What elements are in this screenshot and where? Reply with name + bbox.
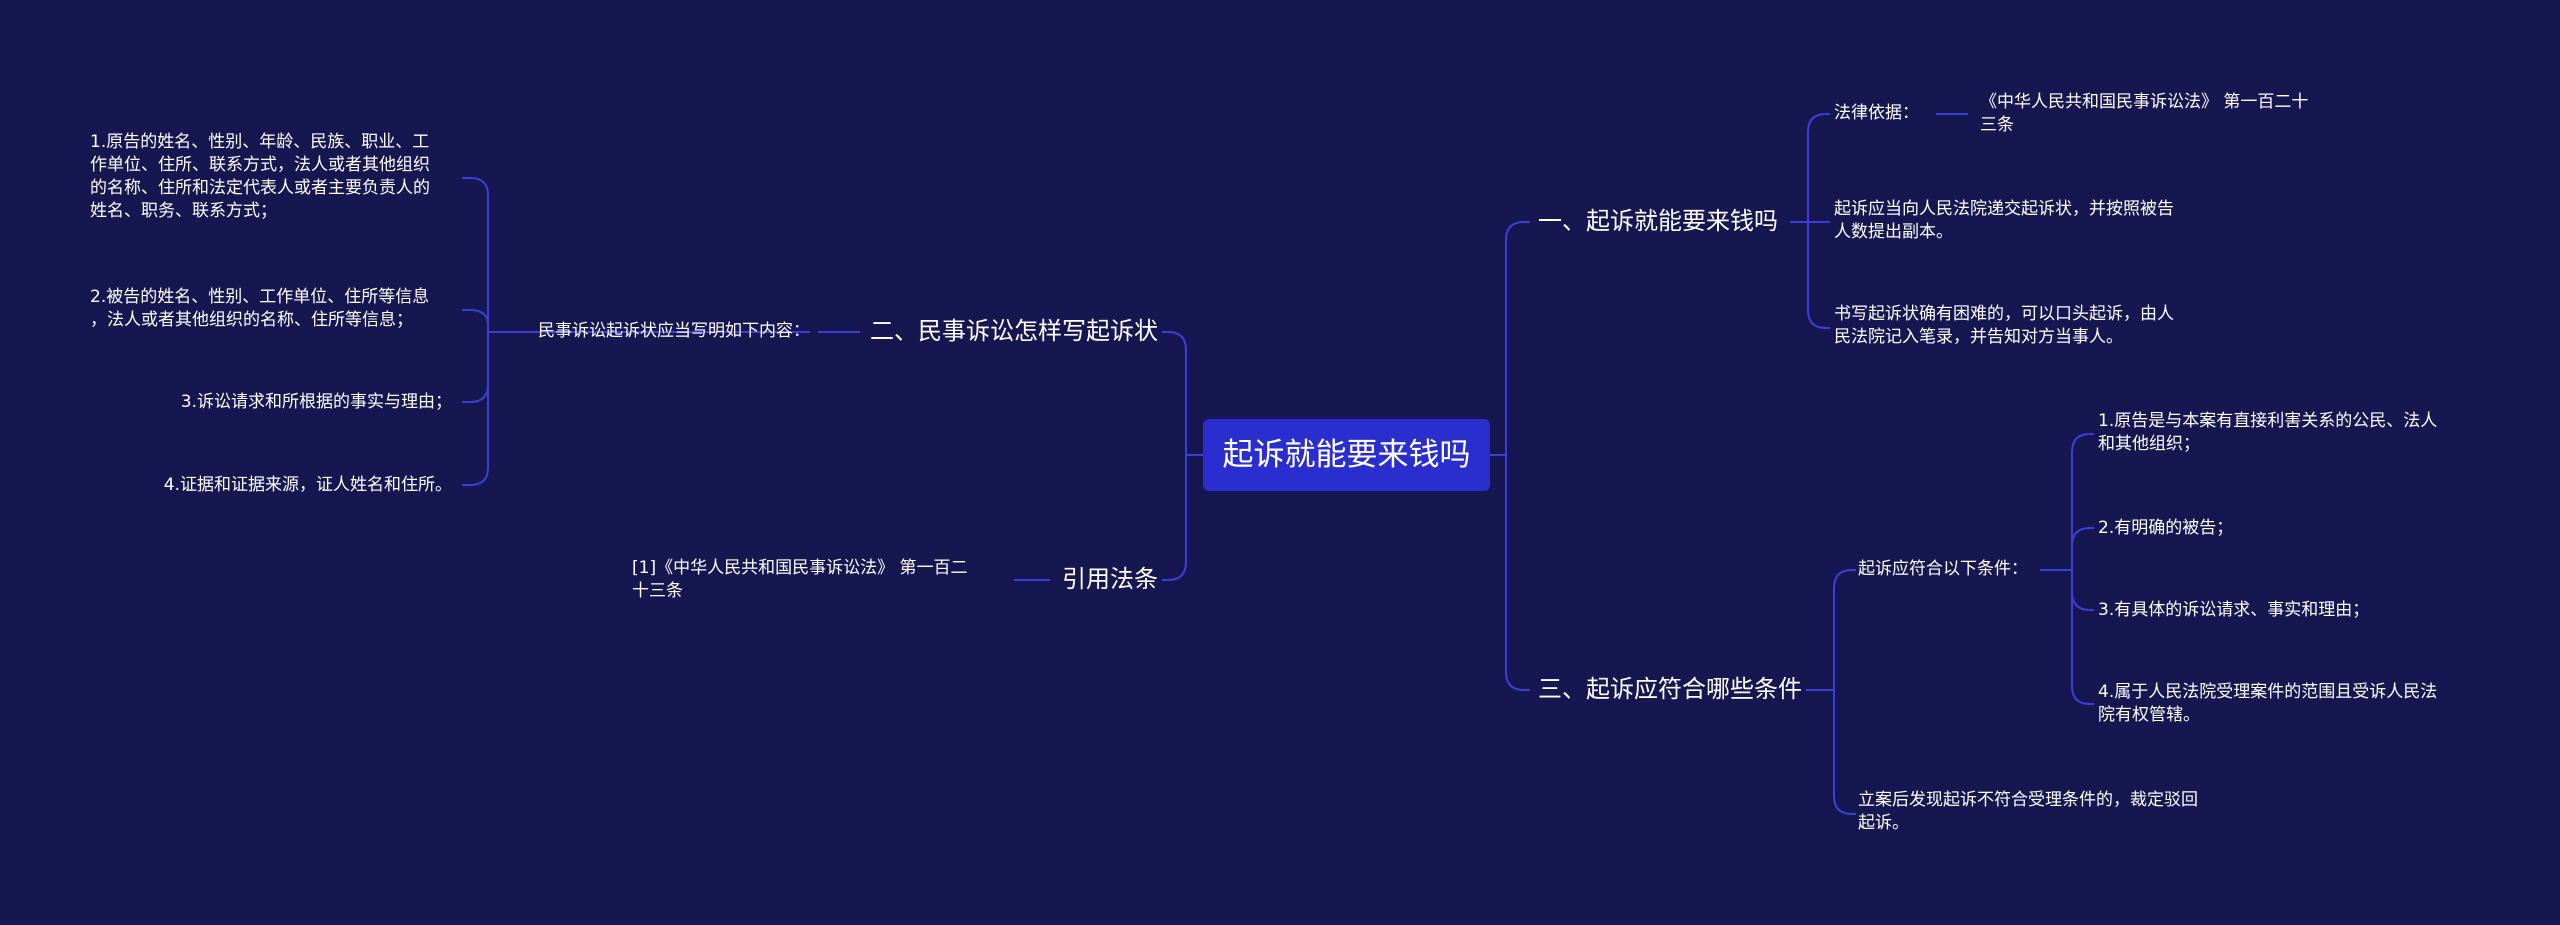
link-section3-conditions — [1806, 569, 1856, 691]
link-cond-item4 — [2071, 570, 2094, 705]
condition-item[interactable]: 3.有具体的诉讼请求、事实和理由； — [2098, 600, 2370, 620]
root-node[interactable]: 起诉就能要来钱吗 — [1203, 419, 1490, 491]
conditions-label[interactable]: 起诉应符合以下条件： — [1858, 559, 2028, 579]
section2-item[interactable]: 4.证据和证据来源，证人姓名和住所。 — [163, 475, 452, 495]
section2-intro[interactable]: 民事诉讼起诉状应当写明如下内容： — [538, 321, 810, 341]
link-section1-item2 — [1807, 222, 1830, 329]
link-root-section1 — [1490, 221, 1530, 456]
section1-title[interactable]: 一、起诉就能要来钱吗 — [1538, 207, 1778, 235]
link-cond-item1 — [2040, 433, 2094, 571]
citation-item[interactable]: [1]《中华人民共和国民事诉讼法》 第一百二 十三条 — [632, 558, 968, 601]
link-root-section3 — [1490, 454, 1530, 691]
link-root-citation — [1162, 454, 1203, 581]
link-root-section2 — [1162, 331, 1203, 456]
section2-item[interactable]: 1.原告的姓名、性别、年龄、民族、职业、工 作单位、住所、联系方式，法人或者其他… — [90, 132, 430, 221]
link-intro-item4 — [462, 332, 489, 486]
link-intro-item1 — [462, 177, 810, 333]
link-section1-basis — [1790, 113, 1830, 223]
section2-title[interactable]: 二、民事诉讼怎样写起诉状 — [870, 317, 1158, 345]
condition-item[interactable]: 1.原告是与本案有直接利害关系的公民、法人 和其他组织； — [2098, 411, 2438, 454]
section3-after[interactable]: 立案后发现起诉不符合受理条件的，裁定驳回 起诉。 — [1858, 790, 2198, 833]
citation-title[interactable]: 引用法条 — [1062, 565, 1158, 593]
section3-title[interactable]: 三、起诉应符合哪些条件 — [1538, 675, 1802, 703]
section1-item[interactable]: 书写起诉状确有困难的，可以口头起诉，由人 民法院记入笔录，并告知对方当事人。 — [1834, 304, 2174, 347]
condition-item[interactable]: 2.有明确的被告； — [2098, 518, 2234, 538]
link-cond-item2 — [2071, 527, 2094, 570]
legal-basis-value[interactable]: 《中华人民共和国民事诉讼法》 第一百二十 三条 — [1980, 92, 2309, 135]
link-intro-item2 — [462, 309, 489, 332]
section2-item[interactable]: 2.被告的姓名、性别、工作单位、住所等信息 ，法人或者其他组织的名称、住所等信息… — [90, 287, 430, 330]
link-cond-item3 — [2071, 570, 2094, 611]
condition-item[interactable]: 4.属于人民法院受理案件的范围且受诉人民法 院有权管辖。 — [2098, 682, 2438, 725]
legal-basis-label[interactable]: 法律依据： — [1834, 103, 1919, 123]
link-section3-after — [1833, 690, 1856, 815]
link-intro-item3 — [462, 332, 489, 403]
section2-item[interactable]: 3.诉讼请求和所根据的事实与理由； — [180, 392, 452, 412]
section1-item[interactable]: 起诉应当向人民法院递交起诉状，并按照被告 人数提出副本。 — [1834, 199, 2174, 242]
